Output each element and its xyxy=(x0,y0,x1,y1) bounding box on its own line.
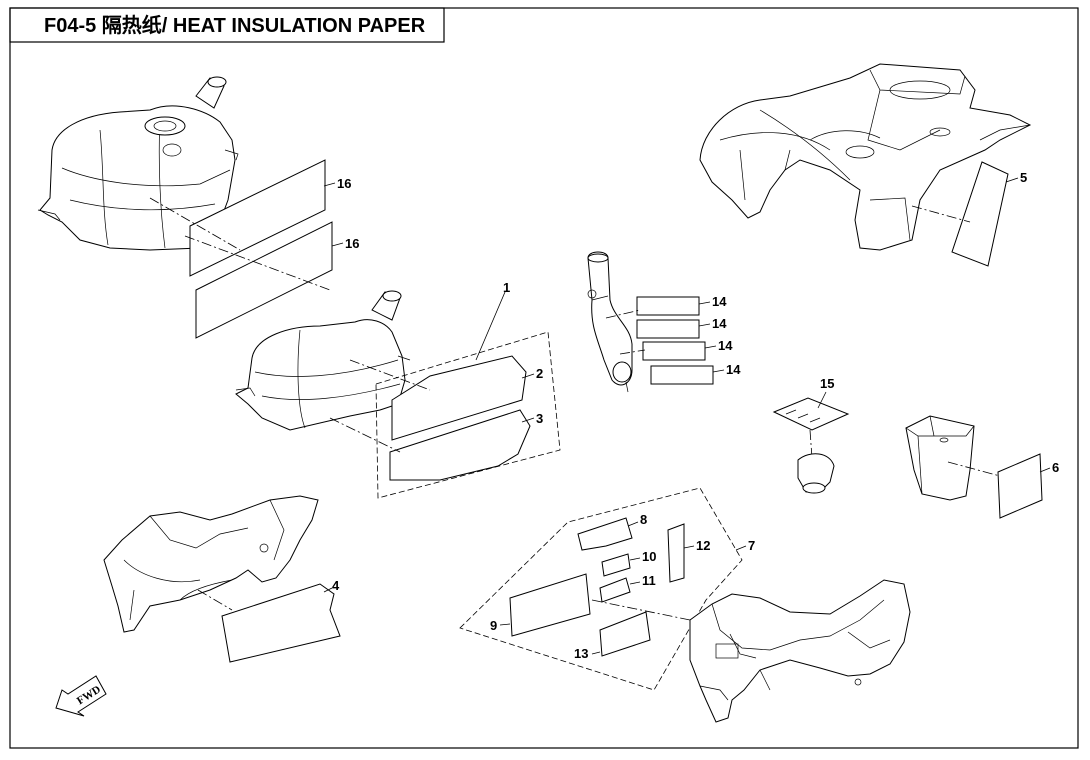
front-fender xyxy=(103,495,319,633)
insulation-paper-14b xyxy=(636,319,700,339)
leader-fender xyxy=(911,205,971,223)
diagram-border xyxy=(9,7,1079,749)
storage-box xyxy=(905,415,975,501)
leader-14d xyxy=(712,369,725,373)
callout-4: 4 xyxy=(332,578,340,593)
leader-11 xyxy=(629,581,641,585)
leader-6 xyxy=(1039,467,1051,473)
insulation-paper-10 xyxy=(601,553,631,577)
callout-14c: 14 xyxy=(718,338,733,353)
callout-12: 12 xyxy=(696,538,710,553)
callout-6: 6 xyxy=(1052,460,1059,475)
leader-8 xyxy=(627,521,639,527)
insulation-paper-11 xyxy=(599,577,631,603)
insulation-paper-6 xyxy=(997,453,1043,519)
leader-16a xyxy=(323,182,336,187)
leader-15 xyxy=(817,391,827,409)
leader-14a xyxy=(698,301,711,305)
leader-assembly-7 xyxy=(591,599,691,621)
leader-paper15 xyxy=(809,429,813,459)
callout-10: 10 xyxy=(642,549,656,564)
rear-fender xyxy=(699,63,1032,251)
callout-14b: 14 xyxy=(712,316,727,331)
leader-12 xyxy=(683,545,695,549)
callout-15: 15 xyxy=(820,376,834,391)
insulation-paper-14a xyxy=(636,296,700,316)
assembly-boundary-7 xyxy=(459,487,743,691)
intake-connector xyxy=(797,453,835,494)
paper-15-marks xyxy=(785,409,821,423)
insulation-paper-12 xyxy=(667,523,685,583)
leader-13 xyxy=(591,651,601,655)
callout-5: 5 xyxy=(1020,170,1027,185)
callout-8: 8 xyxy=(640,512,647,527)
insulation-paper-16-lower xyxy=(195,221,333,339)
leader-4 xyxy=(323,587,333,593)
insulation-paper-14d xyxy=(650,365,714,385)
exhaust-pipe xyxy=(587,251,633,393)
leader-14c xyxy=(704,345,717,349)
leader-5 xyxy=(1005,177,1019,183)
leader-line-tank-upper xyxy=(149,197,331,291)
leader-10 xyxy=(629,557,641,561)
insulation-paper-8 xyxy=(577,517,633,551)
callout-14d: 14 xyxy=(726,362,741,377)
callout-16b: 16 xyxy=(345,236,359,251)
fuel-tank-middle xyxy=(235,290,411,431)
callout-9: 9 xyxy=(490,618,497,633)
leader-exhaust xyxy=(605,309,646,355)
leader-front-fender xyxy=(197,589,233,611)
callout-3: 3 xyxy=(536,411,543,426)
leader-3 xyxy=(521,417,535,423)
insulation-paper-13 xyxy=(599,611,651,657)
fuel-tank-upper xyxy=(37,76,239,251)
footwell-frame xyxy=(689,579,911,723)
leader-7 xyxy=(735,545,747,551)
leader-16b xyxy=(331,242,344,247)
page-title: F04-5 隔热纸/ HEAT INSULATION PAPER xyxy=(44,13,426,37)
callout-1: 1 xyxy=(503,280,510,295)
insulation-paper-15 xyxy=(772,397,850,431)
insulation-paper-16-upper xyxy=(189,159,326,277)
callout-13: 13 xyxy=(574,646,588,661)
callout-14a: 14 xyxy=(712,294,727,309)
direction-arrow-icon: FWD xyxy=(55,675,107,717)
insulation-paper-4 xyxy=(221,583,341,663)
leader-1 xyxy=(475,291,506,361)
leader-tank-middle xyxy=(329,359,431,453)
callout-7: 7 xyxy=(748,538,755,553)
insulation-paper-2 xyxy=(391,355,527,441)
callout-2: 2 xyxy=(536,366,543,381)
insulation-paper-5 xyxy=(951,161,1009,267)
insulation-paper-14c xyxy=(642,341,706,361)
title-box xyxy=(9,7,445,43)
leader-2 xyxy=(521,373,535,379)
insulation-paper-9 xyxy=(509,573,591,637)
assembly-boundary-1 xyxy=(375,331,561,499)
callout-11: 11 xyxy=(642,573,656,588)
callout-16a: 16 xyxy=(337,176,351,191)
leader-14b xyxy=(698,323,711,327)
leader-9 xyxy=(499,623,511,626)
leader-box xyxy=(947,461,1001,477)
insulation-paper-3 xyxy=(389,409,531,481)
